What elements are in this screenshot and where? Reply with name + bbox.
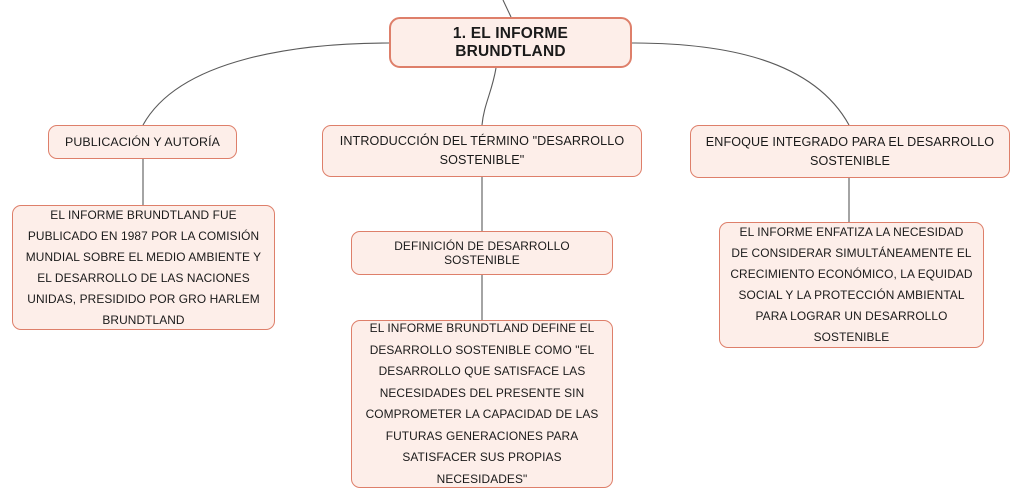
connector-root-to-introduccion	[481, 67, 497, 126]
node-branch-introduccion-header[interactable]: INTRODUCCIÓN DEL TÉRMINO "DESARROLLO SOS…	[322, 125, 642, 177]
node-branch-publicacion-header[interactable]: PUBLICACIÓN Y AUTORÍA	[48, 125, 237, 159]
node-publicacion-detalle[interactable]: EL INFORME BRUNDTLAND FUE PUBLICADO EN 1…	[12, 205, 275, 330]
node-root-label: 1. EL INFORME BRUNDTLAND	[452, 24, 569, 60]
node-definicion-detalle[interactable]: EL INFORME BRUNDTLAND DEFINE EL DESARROL…	[351, 320, 613, 488]
node-branch-enfoque-header-label: ENFOQUE INTEGRADO PARA EL DESARROLLO SOS…	[705, 134, 995, 168]
node-definicion-titulo[interactable]: DEFINICIÓN DE DESARROLLO SOSTENIBLE	[351, 231, 613, 275]
node-publicacion-detalle-label: EL INFORME BRUNDTLAND FUE PUBLICADO EN 1…	[25, 207, 262, 327]
node-branch-enfoque-header[interactable]: ENFOQUE INTEGRADO PARA EL DESARROLLO SOS…	[690, 125, 1010, 178]
connector-root-stub	[502, 0, 512, 18]
node-branch-introduccion-header-label: INTRODUCCIÓN DEL TÉRMINO "DESARROLLO SOS…	[339, 134, 625, 167]
node-branch-publicacion-header-label: PUBLICACIÓN Y AUTORÍA	[65, 135, 220, 149]
node-enfoque-detalle-label: EL INFORME ENFATIZA LA NECESIDAD DE CONS…	[730, 225, 973, 344]
connector-root-to-publicacion	[142, 42, 390, 126]
connector-root-to-enfoque	[631, 42, 850, 126]
node-root[interactable]: 1. EL INFORME BRUNDTLAND	[389, 17, 632, 68]
node-enfoque-detalle[interactable]: EL INFORME ENFATIZA LA NECESIDAD DE CONS…	[719, 222, 984, 348]
node-definicion-detalle-label: EL INFORME BRUNDTLAND DEFINE EL DESARROL…	[365, 321, 599, 486]
node-definicion-titulo-label: DEFINICIÓN DE DESARROLLO SOSTENIBLE	[394, 239, 570, 267]
